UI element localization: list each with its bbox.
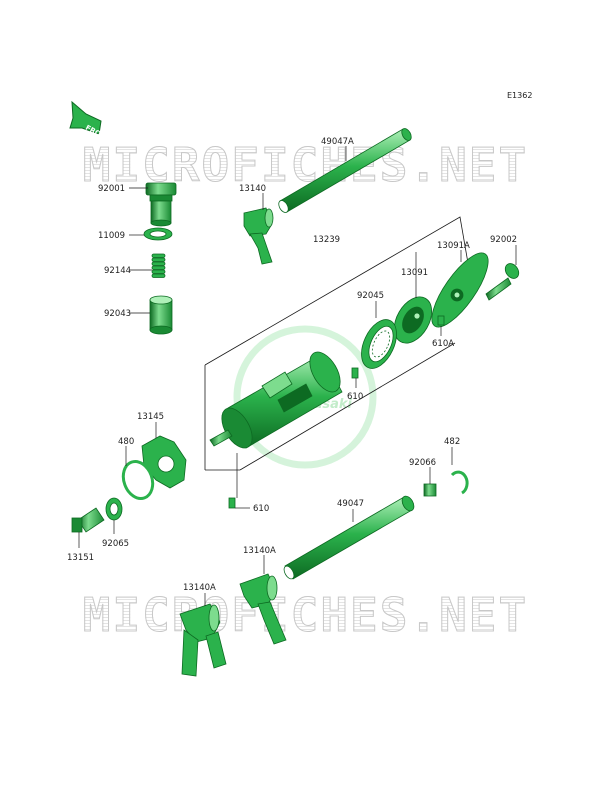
label-13239: 13239 [313,235,340,245]
label-482: 482 [444,437,460,447]
shift-fork-lower-left [179,603,227,677]
collar-92066 [423,483,437,497]
label-92045: 92045 [357,291,384,301]
label-13091: 13091 [401,268,428,278]
label-49047a: 49047A [321,137,354,147]
label-13140a-left: 13140A [183,583,216,593]
label-13140: 13140 [239,184,266,194]
detent-bolt [145,182,177,227]
label-610a: 610A [432,339,454,349]
drum-bearing [361,319,397,369]
label-13151: 13151 [67,553,94,563]
gasket-washer [143,227,173,241]
shift-cam-plate [141,435,187,489]
plate-bolt [485,263,520,301]
detent-spring [151,253,166,278]
shift-drum [209,351,343,449]
label-92001: 92001 [98,184,125,194]
label-92065: 92065 [102,539,129,549]
shift-fork-upper [243,207,274,265]
diagram-code: E1362 [507,91,532,100]
shift-drum-cam [393,296,433,344]
shift-rod-lower [283,495,415,580]
drum-plate [431,252,489,328]
label-92043: 92043 [104,309,131,319]
label-11009: 11009 [98,231,125,241]
shift-rod-upper [278,128,412,213]
leader-lines [78,146,517,606]
drum-pin-610 [351,367,359,379]
switch-13151 [71,507,105,533]
label-13145: 13145 [137,412,164,422]
label-480: 480 [118,437,134,447]
pin-610-bottom [228,497,236,509]
label-92144: 92144 [104,266,131,276]
washer-92065 [105,497,123,521]
label-610-bottom: 610 [253,504,269,514]
label-92066: 92066 [409,458,436,468]
label-13140a-right: 13140A [243,546,276,556]
label-610-top: 610 [347,392,363,402]
label-49047: 49047 [337,499,364,509]
part-labels: 49047A 13140 92001 11009 92144 92043 132… [67,137,517,593]
snap-ring-482 [450,470,469,495]
circlip-480 [121,460,155,500]
label-92002: 92002 [490,235,517,245]
detent-plunger [149,295,173,335]
shift-fork-lower-right [239,573,287,645]
label-13091a: 13091A [437,241,470,251]
drum-pin-610a [437,315,445,326]
front-direction-arrow: FRONT [69,100,112,143]
watermark-bottom: MICROFICHES.NET [0,588,611,643]
